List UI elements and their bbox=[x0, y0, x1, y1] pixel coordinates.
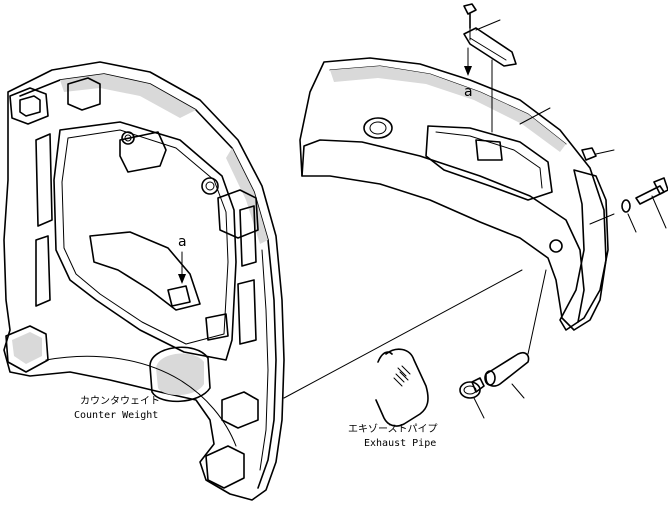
cover-bolt-and-washer bbox=[589, 177, 668, 233]
counterweight-label-jp: カウンタウェイト bbox=[80, 395, 160, 407]
view-marker-a-left: a bbox=[178, 234, 187, 250]
exhaust-pipe-clamp bbox=[459, 377, 485, 419]
exhaust-pipe-tube bbox=[484, 351, 530, 399]
view-arrow-counterweight: a bbox=[178, 234, 187, 284]
mounting-bracket bbox=[463, 3, 517, 67]
counterweight-label-en: Counter Weight bbox=[74, 410, 158, 421]
chain-line-exhaust-2 bbox=[527, 269, 547, 355]
view-marker-a-right: a bbox=[464, 84, 473, 100]
leader-cover bbox=[519, 107, 551, 125]
chain-line-exhaust-1 bbox=[283, 269, 523, 399]
side-cover-panel bbox=[299, 57, 609, 331]
exhaust-pipe-label: エキゾーストパイプ Exhaust Pipe bbox=[348, 423, 438, 449]
counterweight-body bbox=[3, 61, 285, 501]
exhaust-pipe-label-jp: エキゾーストパイプ bbox=[348, 423, 438, 435]
counterweight-label: カウンタウェイト Counter Weight bbox=[74, 395, 160, 421]
view-arrow-cover: a bbox=[464, 47, 473, 100]
cover-bolt-small bbox=[581, 147, 615, 161]
exhaust-pipe-hose bbox=[375, 348, 429, 427]
exhaust-pipe-label-en: Exhaust Pipe bbox=[364, 438, 436, 449]
